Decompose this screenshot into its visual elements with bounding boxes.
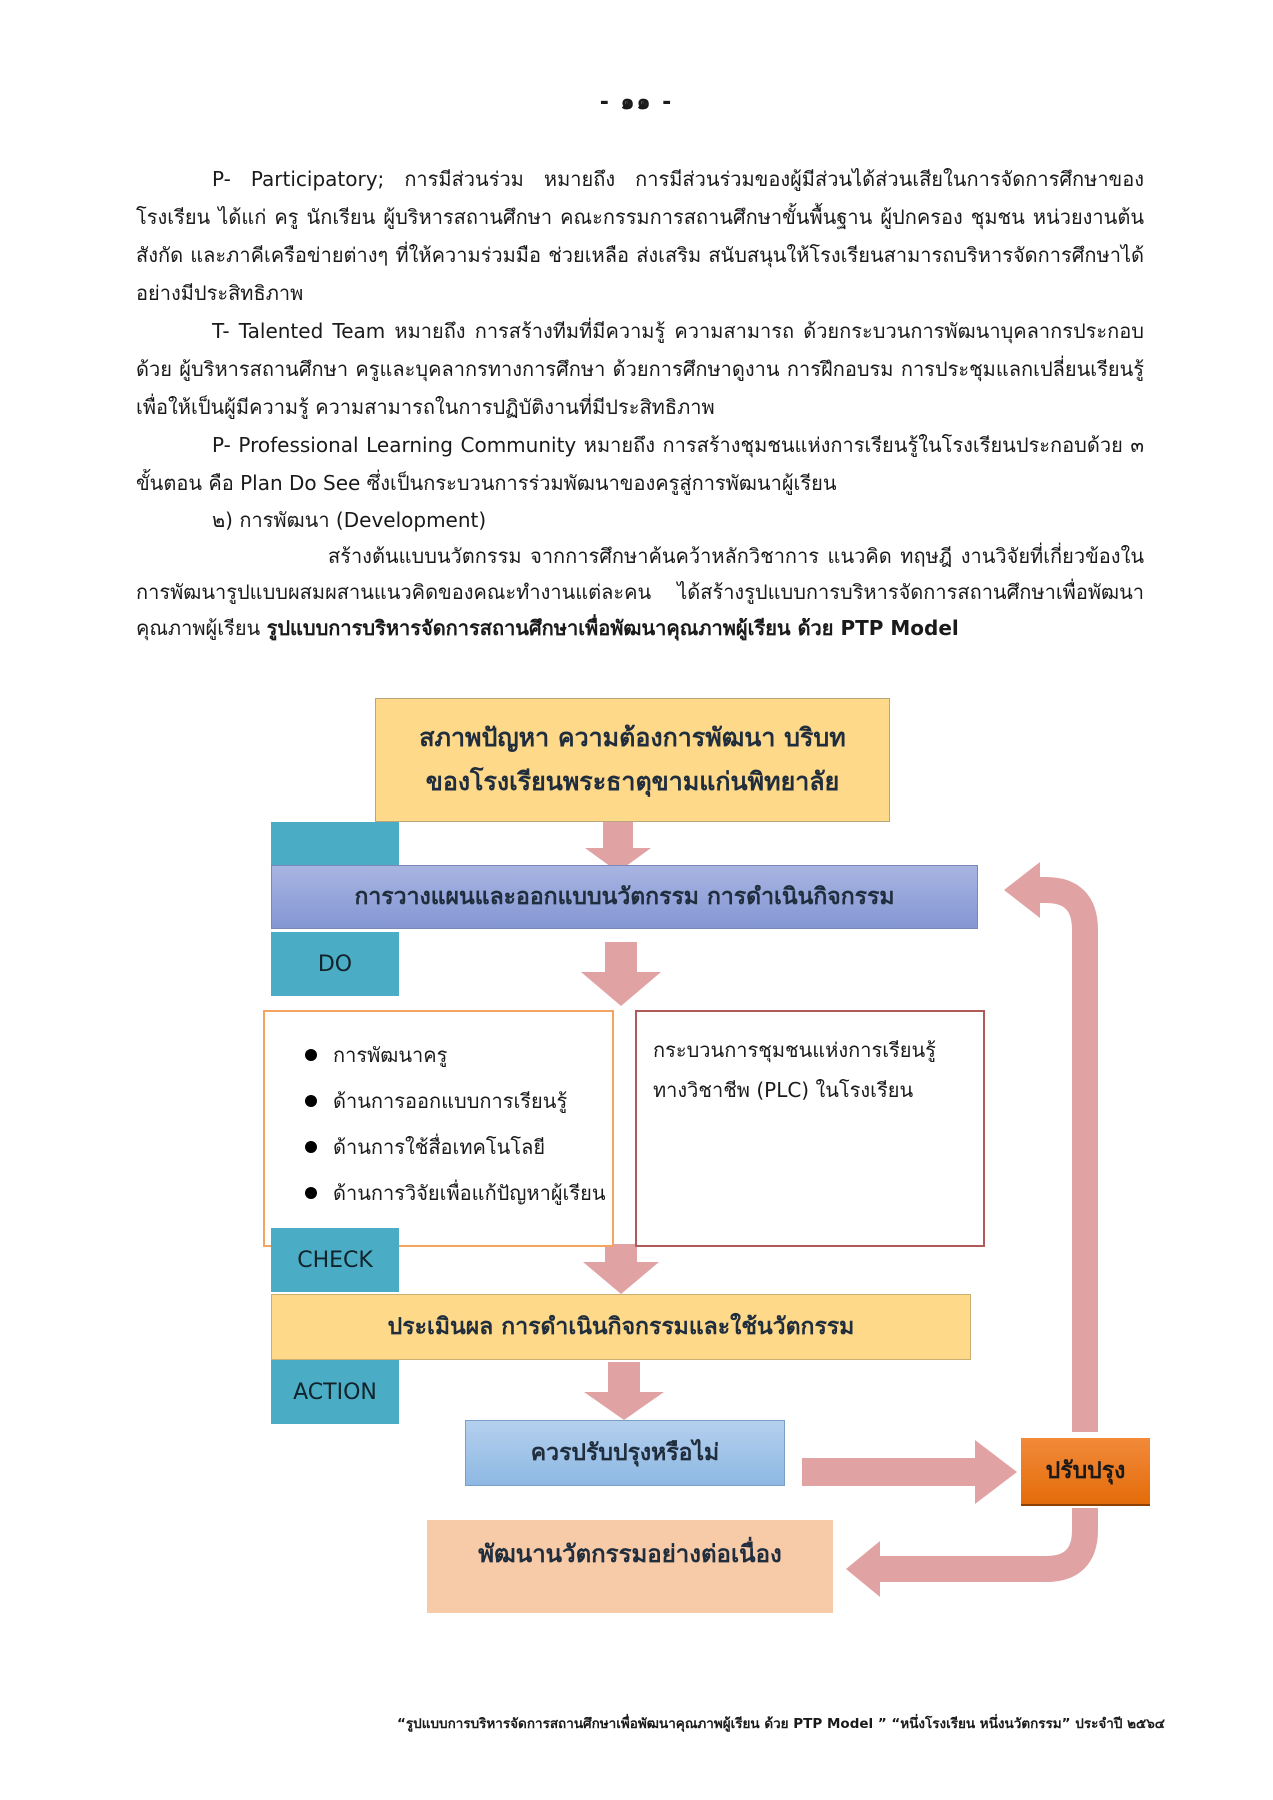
page-number: - ๑๑ - [599, 90, 674, 115]
body-text: P- Participatory; การมีส่วนร่วม หมายถึง … [136, 160, 1144, 646]
check-label: CHECK [271, 1228, 399, 1292]
plan-box: การวางแผนและออกแบบนวัตกรรม การดำเนินกิจก… [271, 865, 978, 929]
paragraph-development-text: สร้างต้นแบบนวัตกรรม จากการศึกษาค้นคว้าหล… [136, 544, 1144, 640]
list-item: ด้านการออกแบบการเรียนรู้ [305, 1078, 612, 1124]
paragraph-plc: P- Professional Learning Community หมายถ… [136, 433, 1144, 495]
plc-panel: กระบวนการชุมชนแห่งการเรียนรู้ ทางวิชาชีพ… [635, 1010, 985, 1247]
paragraph-development: สร้างต้นแบบนวัตกรรม จากการศึกษาค้นคว้าหล… [136, 538, 1144, 646]
improve-box: ปรับปรุง [1021, 1438, 1150, 1506]
do-label: DO [271, 932, 399, 996]
footer: “รูปแบบการบริหารจัดการสถานศึกษาเพื่อพัฒน… [397, 1716, 1165, 1732]
final-box: พัฒนานวัตกรรมอย่างต่อเนื่อง [427, 1520, 833, 1613]
paragraph-development-heading: ๒) การพัฒนา (Development) [212, 508, 487, 532]
action-label: ACTION [271, 1360, 399, 1424]
arrow-down-3 [583, 1244, 659, 1294]
arrow-loop-upper [1040, 877, 1098, 1432]
list-item: ด้านการวิจัยเพื่อแก้ปัญหาผู้เรียน [305, 1170, 612, 1216]
arrow-right-improve [802, 1440, 1017, 1504]
context-box: สภาพปัญหา ความต้องการพัฒนา บริบท ของโรงเ… [375, 698, 890, 822]
paragraph-participatory: P- Participatory; การมีส่วนร่วม หมายถึง … [136, 167, 1144, 305]
check-box: ประเมินผล การดำเนินกิจกรรมและใช้นวัตกรรม [271, 1294, 971, 1360]
paragraph-talented-team: T- Talented Team หมายถึง การสร้างทีมที่ม… [136, 319, 1144, 419]
plc-line1: กระบวนการชุมชนแห่งการเรียนรู้ [653, 1038, 936, 1062]
arrow-loop-lower [880, 1508, 1098, 1582]
do-activities-panel: การพัฒนาครู ด้านการออกแบบการเรียนรู้ ด้า… [263, 1010, 614, 1247]
arrow-down-1 [585, 822, 651, 872]
do-activities-list: การพัฒนาครู ด้านการออกแบบการเรียนรู้ ด้า… [265, 1012, 612, 1216]
plc-line2: ทางวิชาชีพ (PLC) ในโรงเรียน [653, 1078, 914, 1102]
decision-box: ควรปรับปรุงหรือไม่ [465, 1420, 785, 1486]
arrow-down-4 [584, 1362, 664, 1420]
context-box-line1: สภาพปัญหา ความต้องการพัฒนา บริบท [419, 723, 846, 752]
paragraph-bold-tail: รูปแบบการบริหารจัดการสถานศึกษาเพื่อพัฒนา… [266, 616, 959, 640]
context-box-line2: ของโรงเรียนพระธาตุขามแก่นพิทยาลัย [425, 767, 840, 796]
list-item: การพัฒนาครู [305, 1032, 612, 1078]
arrow-down-2 [581, 942, 661, 1006]
list-item: ด้านการใช้สื่อเทคโนโลยี [305, 1124, 612, 1170]
